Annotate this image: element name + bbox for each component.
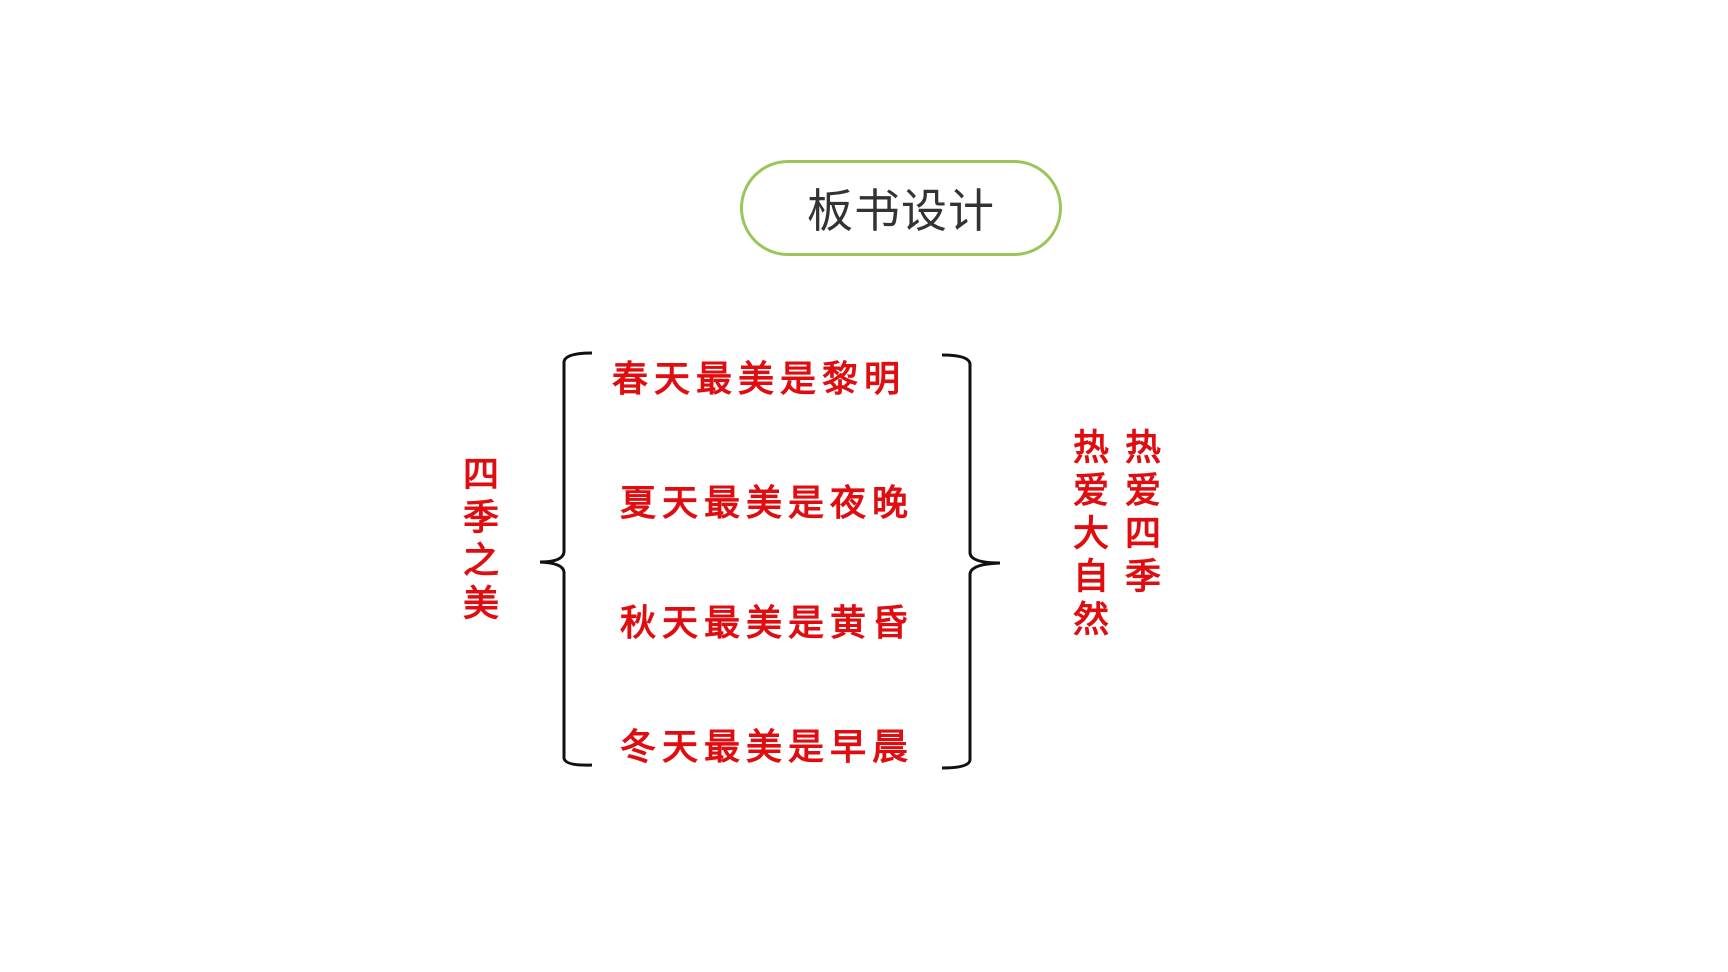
page-title: 板书设计 [807, 184, 995, 238]
conclusion-seasons: 热爱四季 [1119, 428, 1161, 600]
line-spring: 春天最美是黎明 [612, 358, 907, 400]
title-pill: 板书设计 [740, 160, 1062, 256]
right-brace [941, 353, 1001, 770]
theme-label: 四季之美 [457, 455, 499, 627]
conclusion-nature: 热爱大自然 [1067, 428, 1109, 643]
line-winter: 冬天最美是早晨 [620, 726, 915, 768]
line-autumn: 秋天最美是黄昏 [620, 602, 915, 644]
left-brace [539, 351, 593, 767]
line-summer: 夏天最美是夜晚 [620, 482, 915, 524]
